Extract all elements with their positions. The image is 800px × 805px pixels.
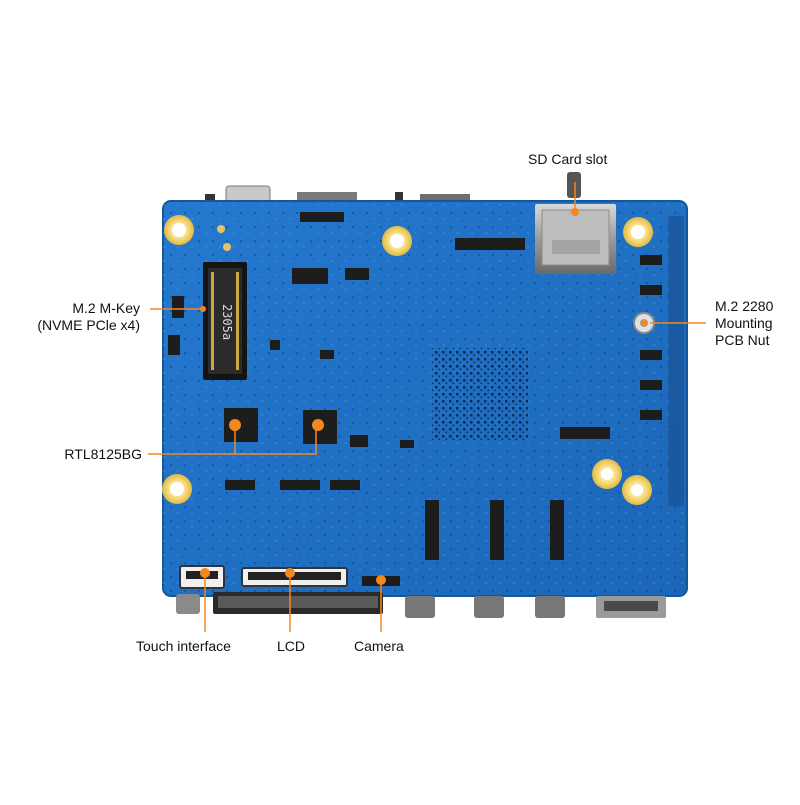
callout-m2-nut: M.2 2280 Mounting PCB Nut <box>715 298 773 349</box>
rtl8125bg-chips <box>224 408 337 444</box>
callout-m2-nut-line1: M.2 2280 <box>715 298 774 314</box>
smd-components <box>168 212 662 560</box>
callout-m2-mkey: M.2 M-Key (NVME PCle x4) <box>0 300 140 334</box>
callout-lines <box>148 182 706 632</box>
callout-m2-nut-line2: Mounting <box>715 315 773 331</box>
callout-m2-mkey-line2: (NVME PCle x4) <box>37 317 140 333</box>
callout-m2-mkey-line1: M.2 M-Key <box>72 300 140 316</box>
callout-rtl8125bg: RTL8125BG <box>64 446 142 462</box>
sd-card-slot-part <box>535 204 616 274</box>
mounting-holes <box>162 215 653 505</box>
callout-sd-card-slot: SD Card slot <box>528 151 608 167</box>
board-marking: 2305a <box>220 304 234 340</box>
m2-connector-part: 2305a <box>203 262 247 380</box>
bottom-connectors <box>176 565 666 618</box>
callout-dots <box>200 208 647 326</box>
soc-area <box>432 348 528 440</box>
callout-touch-interface: Touch interface <box>136 638 231 654</box>
callout-lcd: LCD <box>277 638 306 654</box>
top-connectors <box>205 172 581 203</box>
callout-m2-nut-line3: PCB Nut <box>715 332 770 348</box>
callout-camera: Camera <box>354 638 404 654</box>
pcb-board <box>162 200 688 597</box>
